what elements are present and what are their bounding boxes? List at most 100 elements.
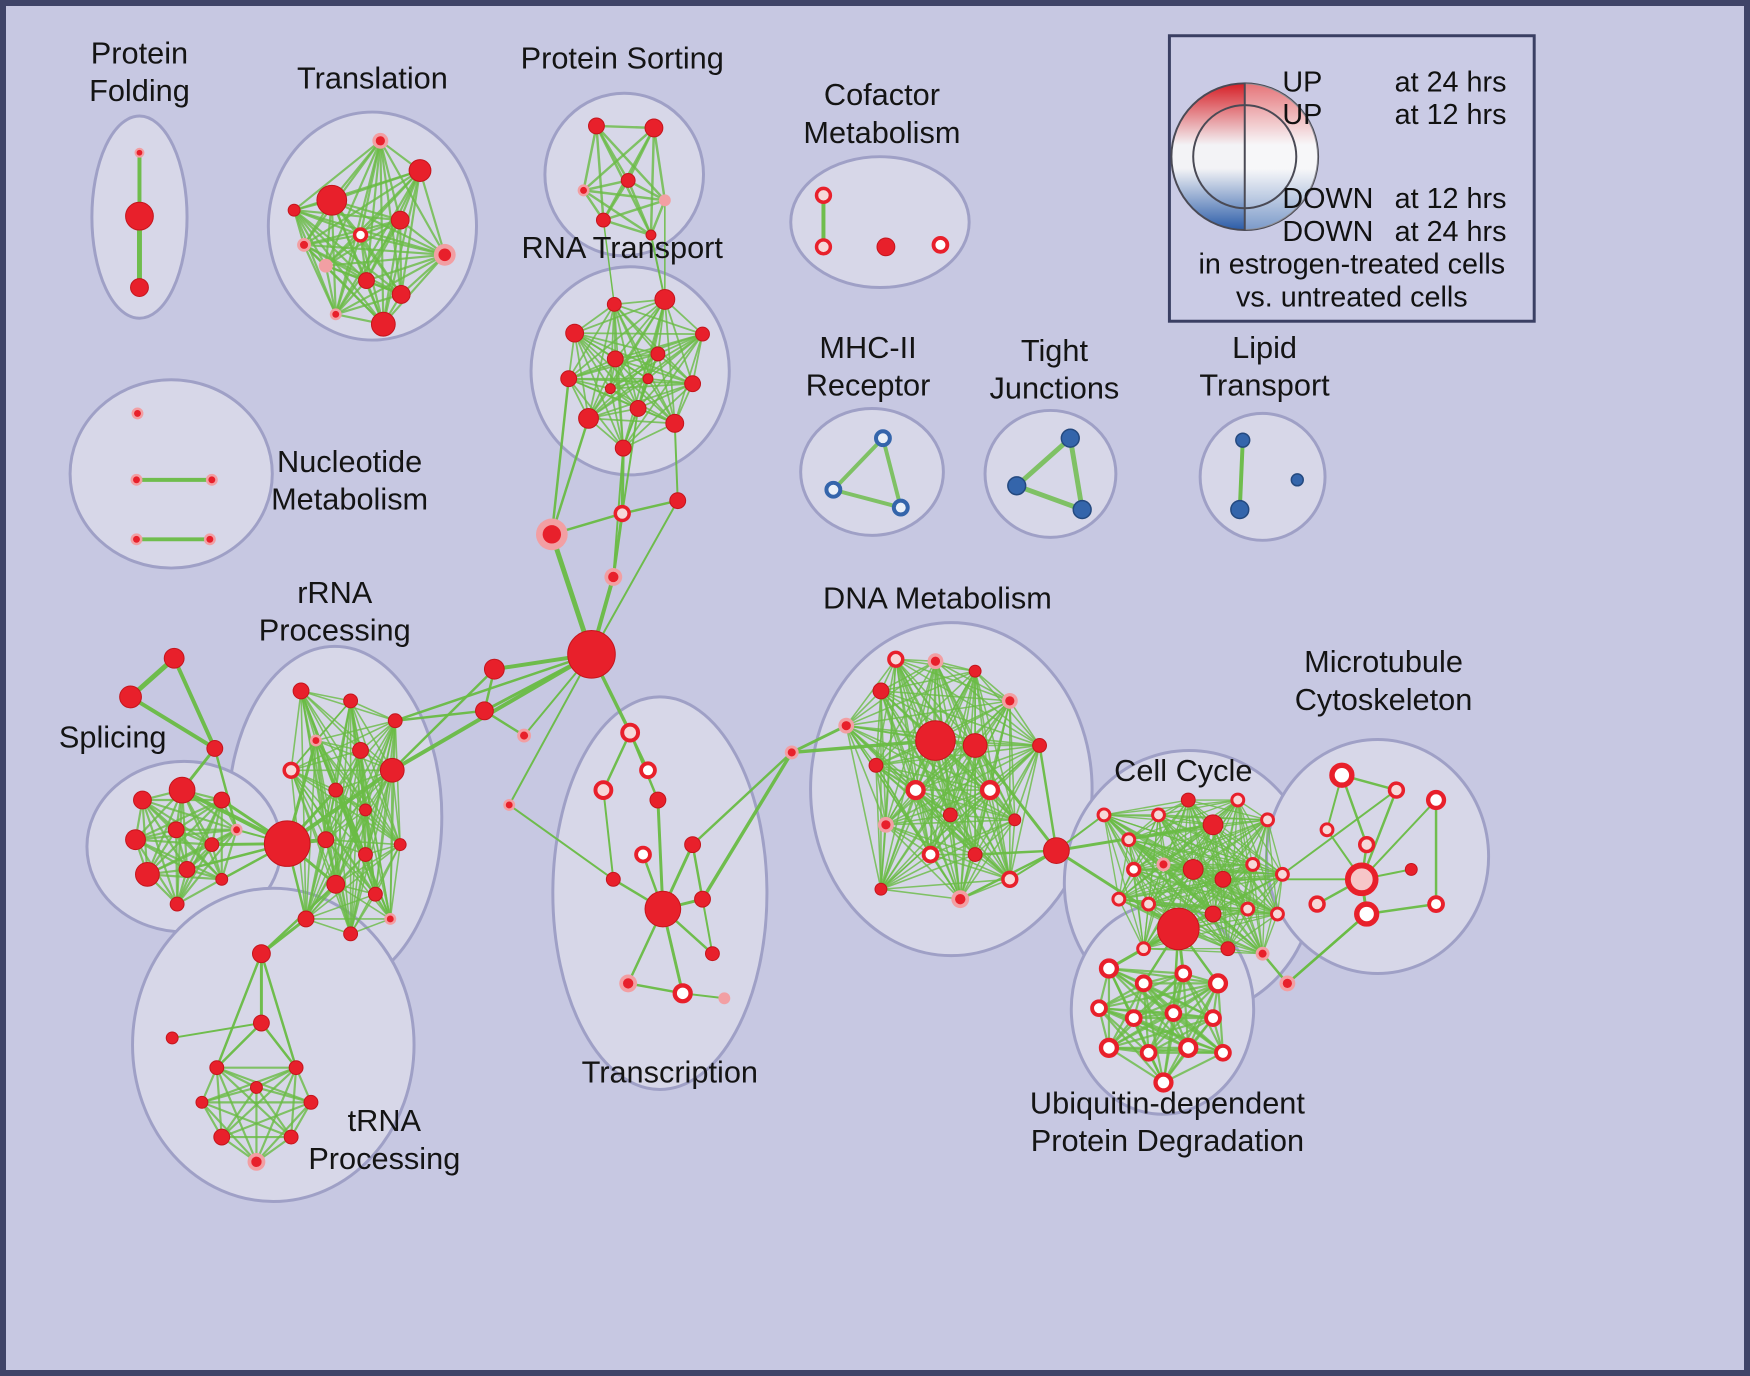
network-edge <box>602 218 653 237</box>
network-node-ring-pink <box>1344 862 1379 897</box>
network-edge <box>1281 789 1398 876</box>
network-edge <box>614 298 666 360</box>
network-node-solid <box>942 807 958 823</box>
network-edge <box>200 1101 293 1139</box>
network-edge <box>508 653 593 806</box>
network-node-ring <box>1274 866 1290 882</box>
network-edge <box>334 809 367 886</box>
cluster-label-trna-processing: Processing <box>308 1141 460 1176</box>
network-edge <box>260 1021 298 1069</box>
network-edge <box>1067 435 1085 513</box>
cluster-label-translation: Translation <box>297 60 448 95</box>
network-node-solid <box>359 803 372 817</box>
network-edge <box>959 744 1041 900</box>
network-node-solid <box>283 1129 299 1145</box>
network-edge <box>1013 744 1041 821</box>
network-edge <box>885 824 932 856</box>
cluster-label-splicing: Splicing <box>59 719 167 754</box>
network-edge <box>176 878 223 906</box>
network-edge <box>1118 868 1194 900</box>
network-edge <box>587 417 676 425</box>
network-edge <box>895 658 1011 702</box>
network-edge <box>290 769 327 841</box>
network-node-solid <box>560 370 578 388</box>
network-node-ring <box>887 650 905 668</box>
network-node-solid <box>119 685 142 709</box>
cluster-label-microtubule-cytoskeleton: Cytoskeleton <box>1295 682 1473 717</box>
network-node-solid <box>125 201 154 231</box>
legend-row-3-label: DOWN <box>1282 216 1373 248</box>
network-edge <box>134 798 223 841</box>
network-edge <box>134 838 213 846</box>
network-node-solid <box>287 203 301 217</box>
network-edge <box>1009 744 1041 881</box>
network-node-ring-white <box>1354 901 1380 927</box>
network-node-ring <box>282 761 300 779</box>
network-node-solid <box>874 882 888 896</box>
legend-row-0-label: UP <box>1282 66 1322 98</box>
network-edge <box>200 1086 258 1104</box>
network-node-ring <box>620 722 641 743</box>
network-edge <box>880 853 932 891</box>
network-edge <box>1286 912 1368 985</box>
network-edge <box>1107 1046 1165 1084</box>
network-edge <box>300 690 394 772</box>
network-node-halo <box>130 473 143 486</box>
network-edge <box>875 764 991 791</box>
network-node-halo <box>203 533 216 546</box>
network-node-ring <box>814 186 833 205</box>
cluster-label-rna-transport: RNA Transport <box>521 230 723 265</box>
network-edge <box>379 139 403 296</box>
network-edge <box>1247 908 1264 955</box>
network-node-halo <box>503 799 516 811</box>
network-node-solid <box>195 1095 209 1109</box>
network-node-solid <box>684 836 702 854</box>
cluster-label-lipid-transport: Lipid <box>1232 330 1297 365</box>
network-edge <box>880 853 976 891</box>
cluster-label-nucleotide-metabolism: Nucleotide <box>277 444 422 479</box>
network-node-solid <box>387 713 403 729</box>
network-edge <box>973 849 1058 856</box>
network-node-solid <box>1214 870 1232 888</box>
cluster-label-rrna-processing: rRNA <box>297 575 373 610</box>
network-edge <box>573 332 639 410</box>
network-edge <box>128 694 217 751</box>
network-edge <box>293 209 446 256</box>
network-node-solid <box>213 1128 231 1146</box>
network-edge <box>393 653 593 722</box>
network-edge <box>582 189 653 237</box>
cluster-label-cofactor-metabolism: Cofactor <box>824 77 940 112</box>
network-edge <box>929 853 962 900</box>
network-node-solid <box>1202 814 1224 836</box>
network-edge <box>1212 824 1284 876</box>
network-node-halo <box>577 184 590 197</box>
network-node-solid <box>644 890 682 928</box>
network-edge <box>880 888 962 900</box>
network-edge <box>885 789 991 826</box>
network-node-solid <box>178 860 196 878</box>
network-node-halo <box>329 308 342 321</box>
network-node-halo <box>130 533 143 546</box>
network-node-solid <box>967 847 983 862</box>
network-node-halo <box>619 974 638 993</box>
network-node-solid <box>588 117 605 135</box>
network-edge <box>200 1101 258 1163</box>
network-node-halo <box>535 518 568 551</box>
network-edge <box>293 209 385 326</box>
network-node-solid <box>135 861 160 887</box>
legend: UP at 24 hrs UP at 12 hrs DOWN at 12 hrs… <box>1167 34 1536 323</box>
network-node-halo <box>838 717 855 734</box>
network-node-ring-white <box>1139 1043 1158 1062</box>
network-edge <box>1212 819 1269 915</box>
network-edge <box>364 809 392 920</box>
network-node-halo <box>384 913 397 925</box>
network-edge <box>614 333 704 360</box>
legend-row-2-label: DOWN <box>1282 183 1373 215</box>
network-edge <box>885 824 962 900</box>
network-edge <box>215 1066 313 1104</box>
network-edge <box>293 139 382 212</box>
network-edge <box>1014 483 1085 513</box>
network-edge <box>929 819 1016 856</box>
network-edge <box>293 169 422 212</box>
network-edge <box>880 690 976 856</box>
